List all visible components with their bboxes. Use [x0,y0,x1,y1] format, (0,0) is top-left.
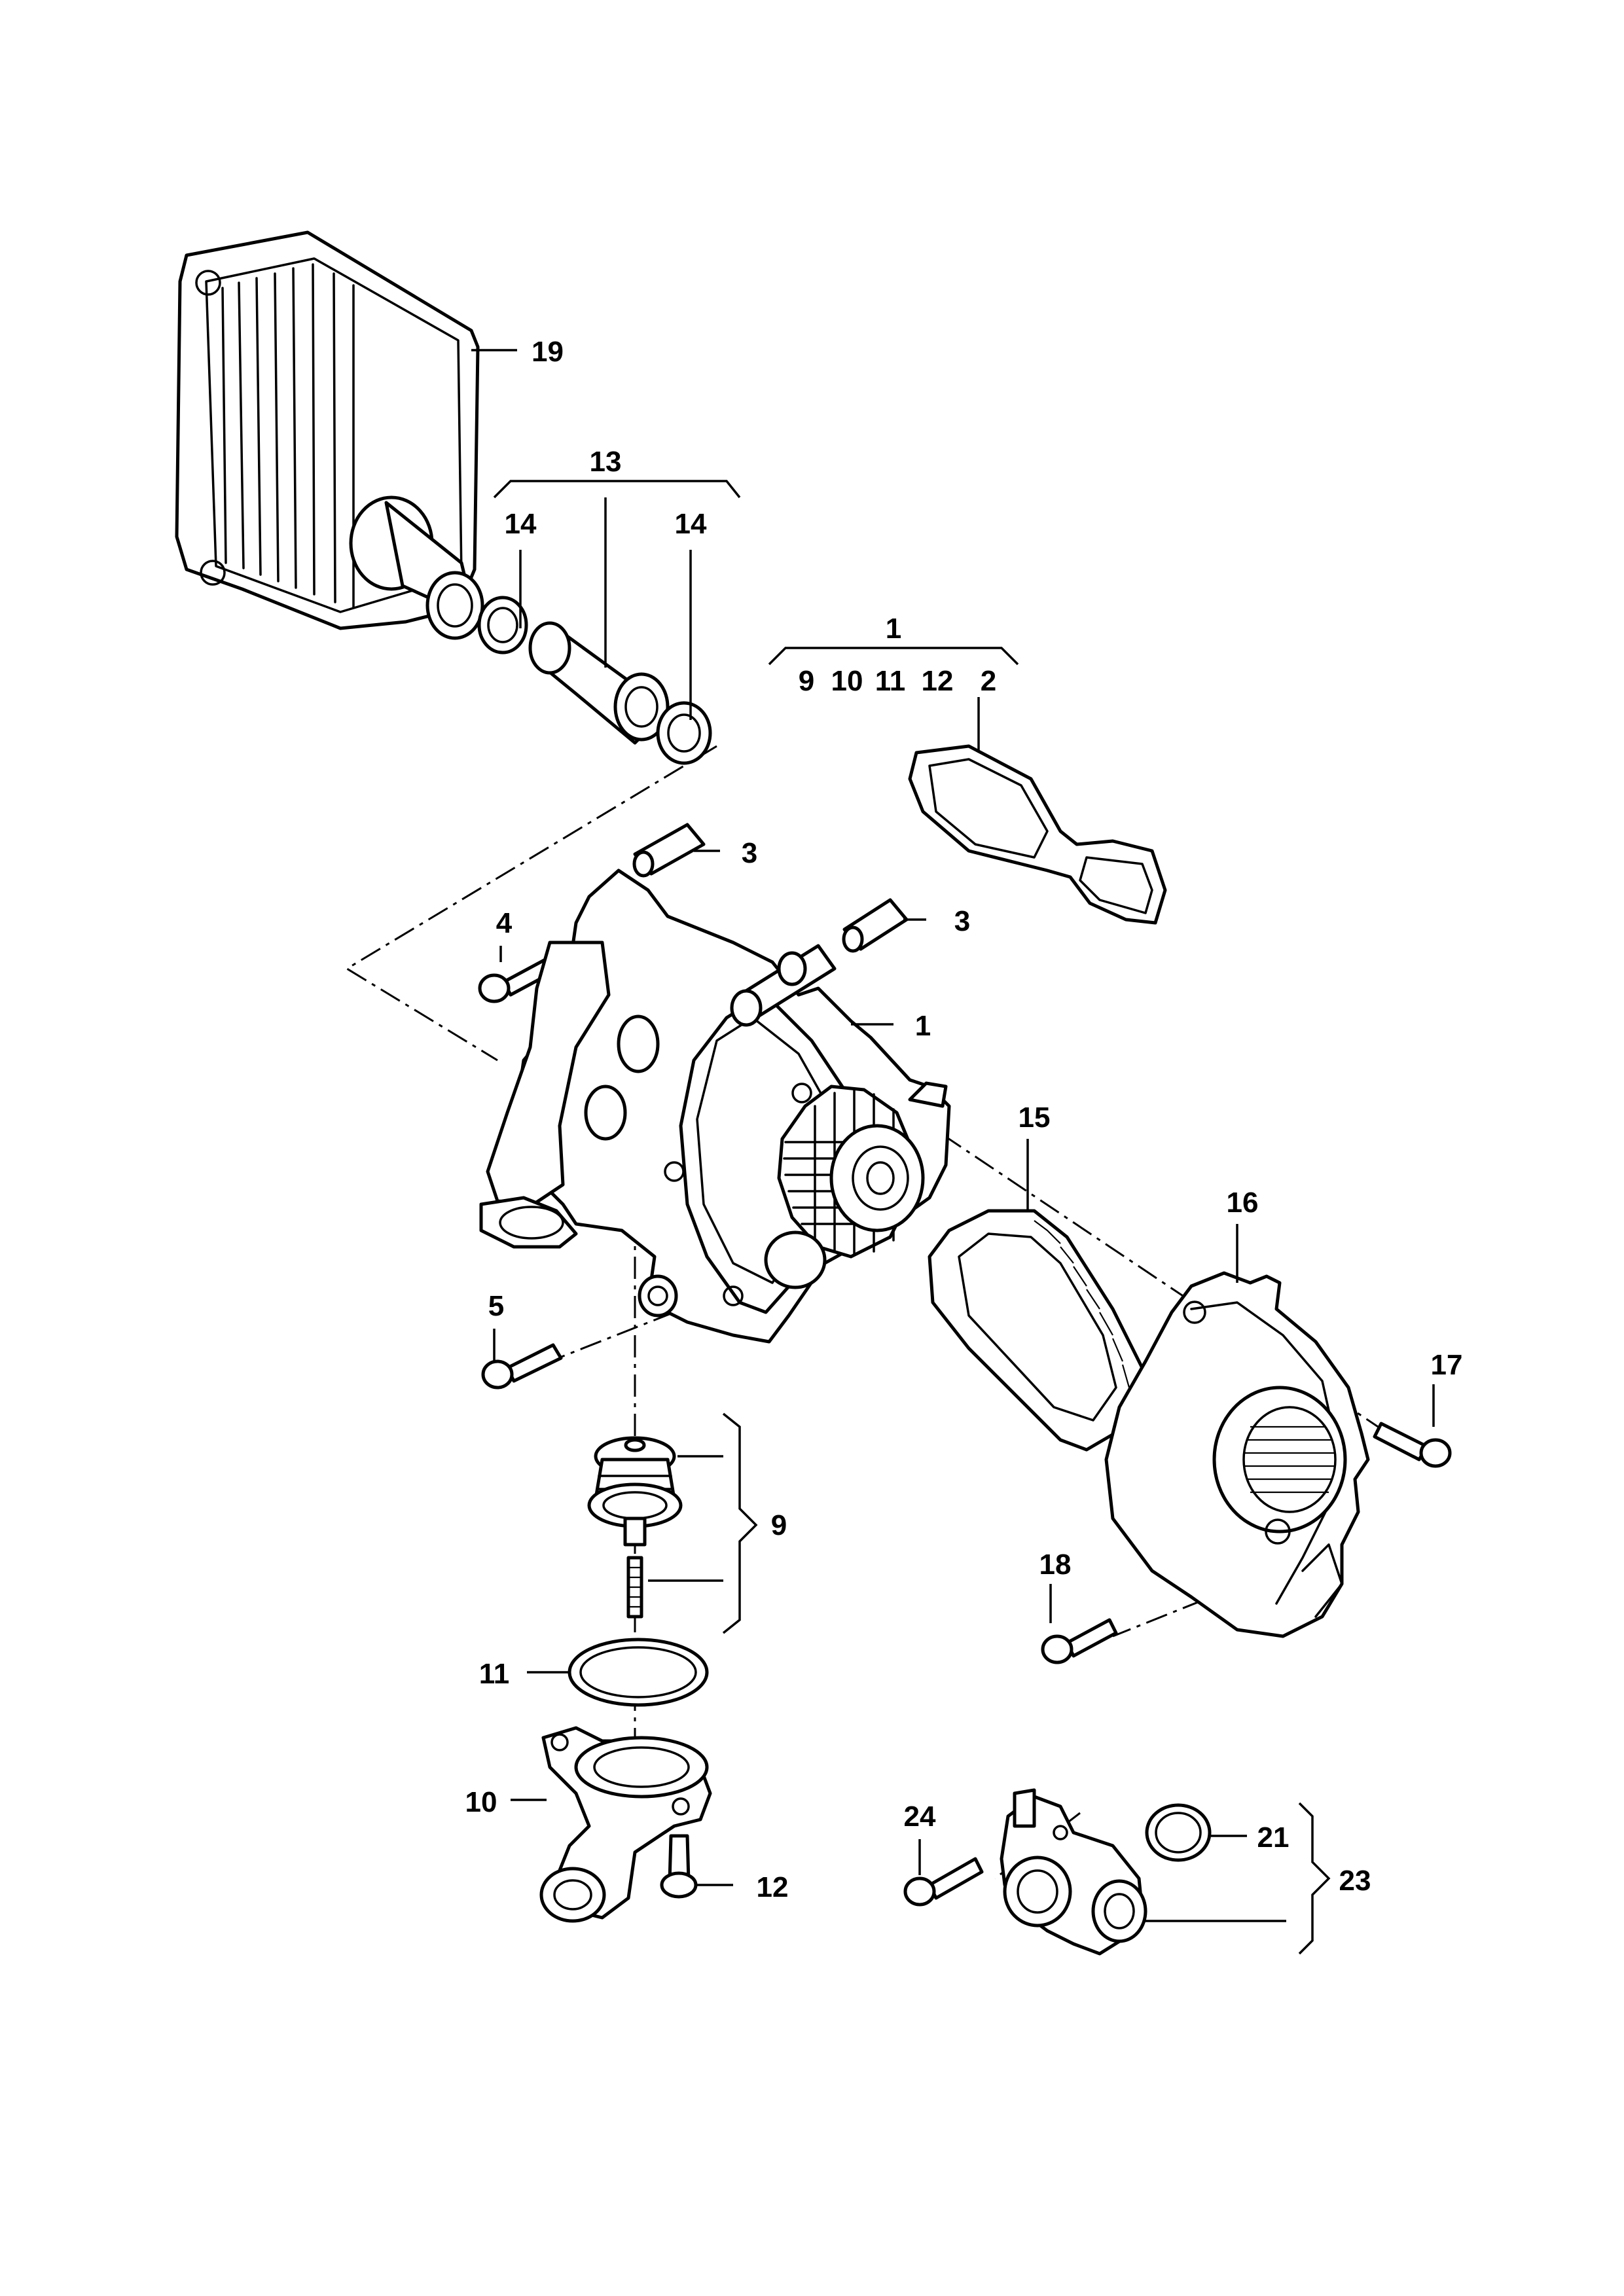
callout-14-right: 14 [675,508,707,540]
callout-5: 5 [488,1290,504,1322]
o-ring [568,1638,709,1707]
water-pump-housing [479,869,951,1344]
callout-23: 23 [1339,1865,1371,1897]
callout-10-top: 10 [831,665,863,697]
callout-21: 21 [1257,1821,1290,1854]
callout-9: 9 [771,1509,787,1541]
bolt-24 [903,1857,984,1907]
callout-9-top: 9 [799,665,814,697]
callout-17: 17 [1431,1349,1463,1381]
leader-lines [471,349,1435,1955]
callout-24: 24 [904,1801,936,1833]
callouts: 19 13 14 14 1 9 10 11 12 2 3 3 4 1 15 16… [465,336,1463,1903]
bolt-18 [1041,1618,1118,1664]
callout-15: 15 [1019,1102,1051,1134]
callout-12: 12 [757,1871,789,1903]
belt-cover [1104,1271,1370,1638]
callout-19: 19 [532,336,564,368]
oil-cooler [175,230,484,640]
dowel-pins [632,823,909,953]
callout-14-left: 14 [505,508,537,540]
callout-1-top: 1 [886,613,901,645]
thermostat [587,1436,683,1619]
callout-3-lower: 3 [954,905,970,937]
callout-12-top: 12 [922,665,954,697]
callout-4: 4 [496,907,513,939]
gasket [908,744,1167,925]
coolant-pipe-connector [477,596,712,765]
coolant-flange [1000,1788,1147,1956]
callout-1: 1 [915,1010,931,1042]
callout-18: 18 [1039,1549,1072,1581]
bolt-12 [660,1834,698,1899]
callout-10: 10 [465,1786,497,1818]
callout-13: 13 [590,446,622,478]
thermostat-housing [539,1726,712,1923]
callout-11-top: 11 [875,665,906,697]
callout-3-upper: 3 [742,837,757,869]
callout-16: 16 [1227,1187,1259,1219]
callout-11: 11 [479,1658,510,1690]
timing-belt [928,1209,1147,1452]
bolt-17 [1373,1422,1452,1468]
callout-2: 2 [981,665,996,697]
o-ring-21 [1145,1803,1212,1862]
bolt-5 [481,1343,563,1390]
